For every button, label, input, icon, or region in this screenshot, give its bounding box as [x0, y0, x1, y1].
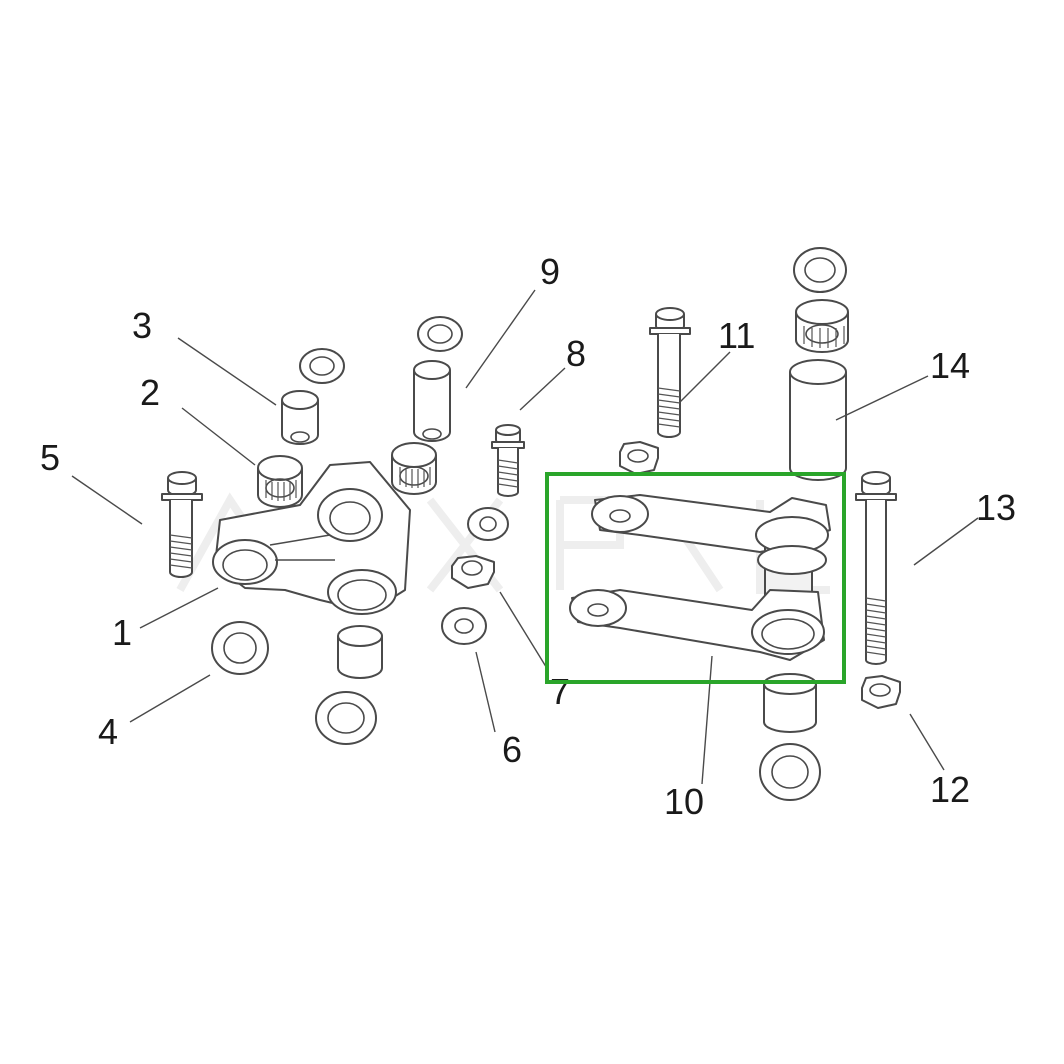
leader-2: [181, 407, 256, 466]
callout-11: 11: [718, 315, 755, 356]
callout-2: 2: [140, 372, 160, 413]
callout-8: 8: [566, 333, 586, 374]
part-1-linkage-body[interactable]: [212, 461, 411, 615]
callout-12: 12: [930, 769, 970, 810]
part-12-nut[interactable]: [861, 675, 901, 709]
leader-14: [835, 375, 929, 421]
leader-9: [465, 289, 536, 389]
callout-5: 5: [40, 437, 60, 478]
leader-8: [519, 367, 566, 411]
part-10-spacer-tube[interactable]: [755, 516, 829, 601]
leader-13: [913, 517, 979, 566]
highlight-box-part-10: [545, 472, 846, 684]
part-14-needle-bearing[interactable]: [795, 299, 849, 353]
callout-labels: 1 2 3 4 5 6 7 8 9 10 11 12 13 14: [40, 251, 1016, 822]
part-14-washer[interactable]: [793, 247, 847, 293]
leader-10: [701, 655, 713, 785]
part-11-bolt[interactable]: [649, 307, 691, 438]
leader-6: [475, 651, 496, 733]
part-14-sleeve[interactable]: [789, 359, 847, 481]
part-8-small-bolt[interactable]: [491, 424, 525, 497]
callout-10: 10: [664, 781, 704, 822]
callout-4: 4: [98, 711, 118, 752]
part-4-washer[interactable]: [211, 621, 269, 675]
part-13-long-bolt[interactable]: [855, 471, 897, 665]
leader-5: [71, 475, 143, 525]
part-7-washer[interactable]: [467, 507, 509, 541]
leader-1: [139, 587, 219, 629]
leader-lines: [71, 289, 979, 785]
part-10-connecting-rod-lower[interactable]: [569, 589, 825, 661]
part-9-washer[interactable]: [417, 316, 463, 352]
leader-3: [177, 337, 277, 406]
callout-13: 13: [976, 487, 1016, 528]
part-7-nut[interactable]: [451, 555, 495, 589]
leader-7: [499, 591, 549, 671]
part-5-flange-bolt[interactable]: [161, 471, 203, 578]
part-9-long-sleeve[interactable]: [413, 360, 451, 442]
part-2-needle-bearing[interactable]: [257, 455, 303, 508]
part-3-spacer-sleeve[interactable]: [281, 390, 319, 445]
part-3-washer[interactable]: [299, 348, 345, 384]
callout-1: 1: [112, 612, 132, 653]
part-11-nut[interactable]: [619, 441, 659, 475]
part-2-needle-bearing-right[interactable]: [391, 442, 437, 495]
leader-12: [909, 713, 945, 771]
callout-3: 3: [132, 305, 152, 346]
part-4-sleeve[interactable]: [337, 625, 383, 679]
leader-4: [129, 674, 211, 723]
callout-7: 7: [550, 671, 570, 712]
leader-11: [679, 351, 731, 403]
callout-14: 14: [930, 345, 970, 386]
part-4-washer-bottom[interactable]: [315, 691, 377, 745]
part-10-lower-washer[interactable]: [759, 743, 821, 801]
callout-6: 6: [502, 729, 522, 770]
callout-9: 9: [540, 251, 560, 292]
part-6-washer[interactable]: [441, 607, 487, 645]
